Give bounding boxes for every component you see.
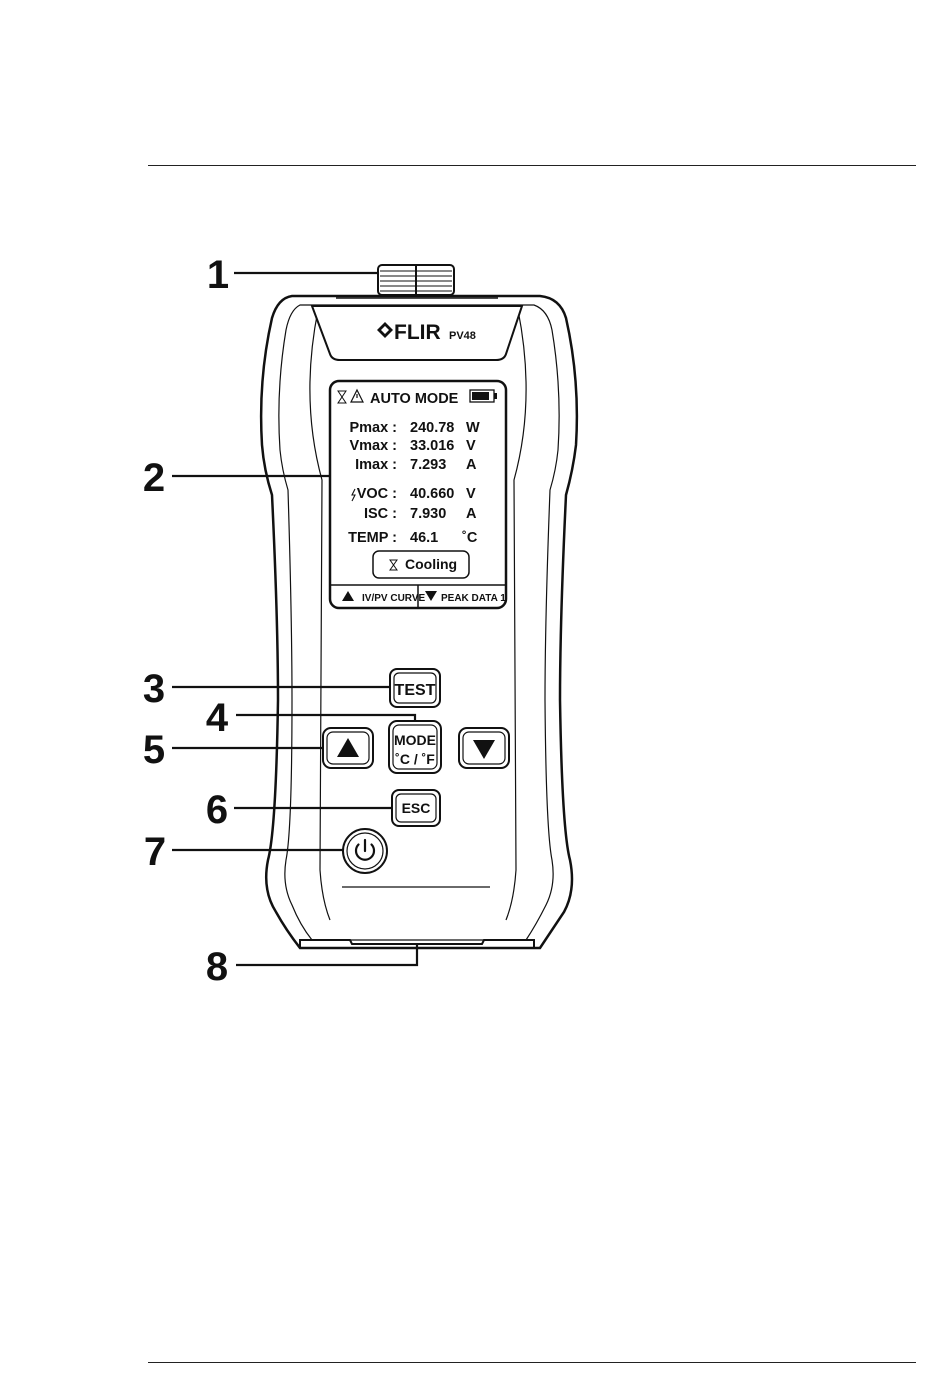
callout-6: 6	[206, 788, 228, 832]
reading-label: Vmax :	[349, 438, 397, 454]
callout-5: 5	[143, 728, 165, 772]
reading-unit: W	[466, 420, 480, 436]
reading-unit: V	[466, 486, 476, 502]
callout-4: 4	[206, 696, 229, 740]
callout-2: 2	[143, 456, 165, 500]
softkey-left-label: IV/PV CURVE	[362, 593, 425, 604]
reading-label: TEMP :	[348, 530, 397, 546]
model-name: PV48	[449, 330, 476, 342]
reading-unit: A	[466, 457, 477, 473]
reading-value: 240.78	[410, 420, 454, 436]
power-button[interactable]	[343, 829, 387, 873]
esc-button-label: ESC	[402, 800, 431, 816]
down-button[interactable]	[459, 728, 509, 768]
reading-unit: V	[466, 438, 476, 454]
top-connector	[378, 265, 454, 295]
reading-value: 7.293	[410, 457, 446, 473]
reading-unit: ˚C	[462, 530, 478, 546]
mode-title: AUTO MODE	[370, 391, 459, 407]
up-button[interactable]	[323, 728, 373, 768]
test-button-label: TEST	[395, 682, 436, 699]
brand-name: FLIR	[394, 321, 441, 344]
mode-button[interactable]: MODE ˚C / ˚F	[389, 721, 441, 773]
callout-1: 1	[207, 253, 229, 297]
status-text: Cooling	[405, 556, 457, 572]
reading-value: 33.016	[410, 438, 454, 454]
reading-label: ISC :	[364, 506, 397, 522]
reading-value: 46.1	[410, 530, 438, 546]
callout-8: 8	[206, 945, 228, 989]
callout-7: 7	[144, 830, 166, 874]
reading-label: Imax :	[355, 457, 397, 473]
unit-toggle-label: ˚C / ˚F	[395, 751, 435, 767]
mode-button-label: MODE	[394, 732, 436, 748]
softkey-right-label: PEAK DATA 1	[441, 593, 506, 604]
reading-value: 40.660	[410, 486, 454, 502]
reading-label: VOC :	[357, 486, 397, 502]
callout-3: 3	[143, 667, 165, 711]
esc-button[interactable]: ESC	[392, 790, 440, 826]
reading-label: Pmax :	[349, 420, 397, 436]
reading-value: 7.930	[410, 506, 446, 522]
test-button[interactable]: TEST	[390, 669, 440, 707]
reading-unit: A	[466, 506, 477, 522]
